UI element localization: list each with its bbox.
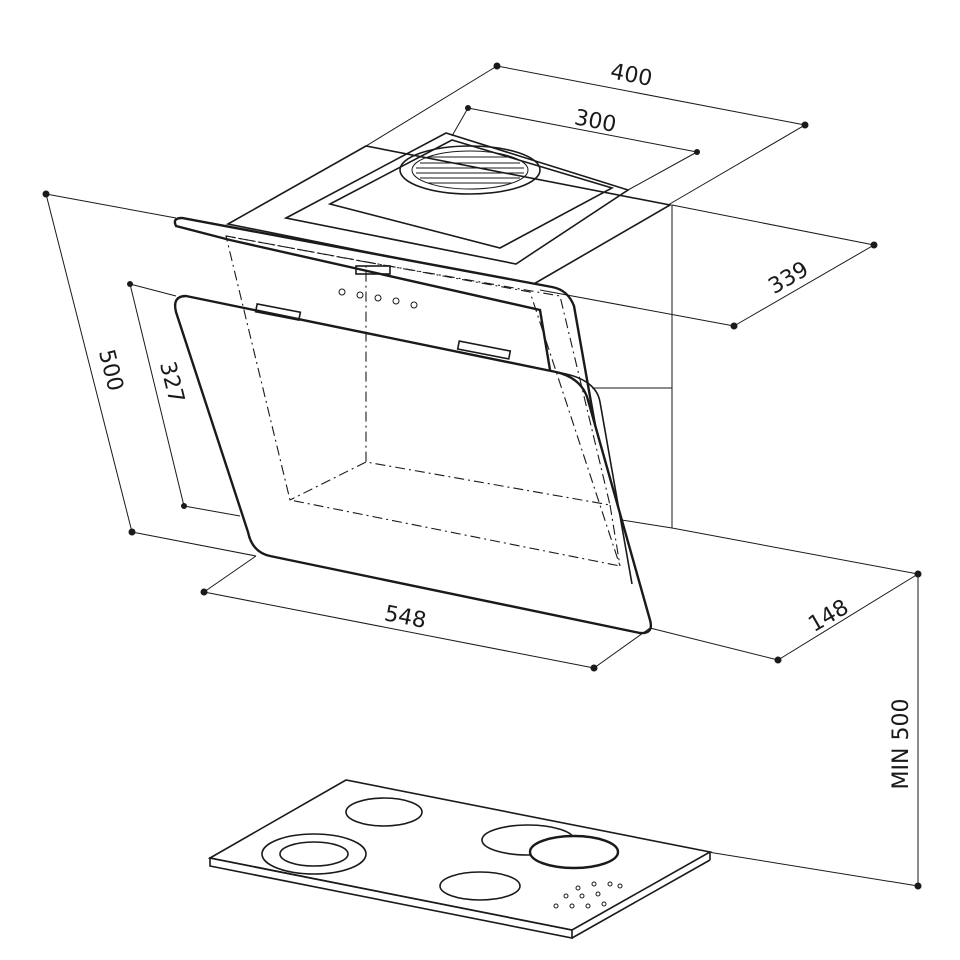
outlet-ring [399, 145, 541, 195]
label-300: 300 [572, 105, 618, 138]
burner-front-left [261, 833, 367, 875]
dim-327-end [127, 281, 133, 287]
control-button [410, 301, 418, 309]
outlet-grille [416, 156, 524, 184]
dim-400-ext [667, 124, 806, 206]
hinge-right [456, 340, 512, 360]
dim-327-ext [183, 505, 241, 517]
dim-548-end [200, 588, 208, 596]
label-327: 327 [154, 359, 188, 406]
control-button [356, 291, 364, 299]
filter-frame-front [225, 235, 621, 567]
control-button [392, 297, 400, 305]
dim-500-end [42, 190, 50, 198]
dim-300-ext [451, 107, 469, 137]
dim-548-ext [593, 627, 651, 669]
dim-500-end [128, 528, 136, 536]
front-glass-edge [555, 371, 633, 585]
burner-front-left-inner [279, 841, 349, 867]
burner-back-right [528, 834, 620, 870]
dim-300-ext [627, 151, 698, 191]
control-buttons [338, 288, 418, 309]
burner-back-left [345, 797, 423, 827]
dim-min500-ext [707, 851, 919, 887]
cooktop-edge [209, 857, 573, 939]
cooktop-touch-controls [553, 881, 623, 909]
dim-500-ext [45, 193, 177, 219]
dim-148-ext [649, 627, 779, 661]
dim-548-end [590, 664, 598, 672]
dim-339-ext [539, 289, 735, 327]
filter-frame-back [365, 261, 611, 506]
dim-148-ext [671, 527, 919, 575]
dim-400-end [493, 62, 501, 70]
outlet-inner-ring [411, 150, 529, 190]
burner-front-right [439, 871, 521, 901]
display-window [355, 265, 391, 275]
control-button [338, 288, 346, 296]
dim-327-ext [129, 283, 177, 297]
dim-400-end [801, 121, 809, 129]
filter-frame-link [289, 461, 367, 501]
dim-300-line [467, 107, 698, 153]
dim-327-end [181, 503, 187, 509]
label-400: 400 [608, 59, 654, 92]
dim-min500-end [914, 882, 922, 890]
dim-400-ext [365, 65, 498, 147]
cooktop-edge-side [571, 859, 711, 939]
control-button [374, 294, 382, 302]
dim-339-line [733, 244, 875, 327]
dim-500-line [45, 193, 133, 533]
dim-400-line [496, 65, 806, 126]
cooktop [207, 779, 713, 939]
dimension-lines [42, 62, 922, 890]
dim-548-line [203, 591, 595, 669]
top-chassis [225, 145, 673, 286]
dim-148-line [777, 573, 919, 661]
motor-cover-top [327, 139, 615, 249]
dim-300-end [694, 149, 700, 155]
dim-327-line [129, 283, 185, 507]
filter-frame-link [225, 235, 367, 263]
dim-500-ext [131, 531, 257, 557]
dim-339-ext [671, 204, 875, 246]
dim-300-end [465, 105, 471, 111]
label-min500: MIN 500 [889, 699, 914, 790]
label-548: 548 [382, 601, 428, 634]
dim-148-end [774, 656, 782, 664]
hood-body [173, 132, 673, 635]
label-339: 339 [764, 257, 813, 300]
dim-548-ext [203, 555, 257, 593]
dim-339-end [730, 322, 738, 330]
dim-339-end [870, 241, 878, 249]
motor-cover [283, 132, 630, 265]
label-500: 500 [93, 347, 127, 394]
hinge-left [254, 302, 302, 322]
label-148: 148 [804, 595, 853, 638]
